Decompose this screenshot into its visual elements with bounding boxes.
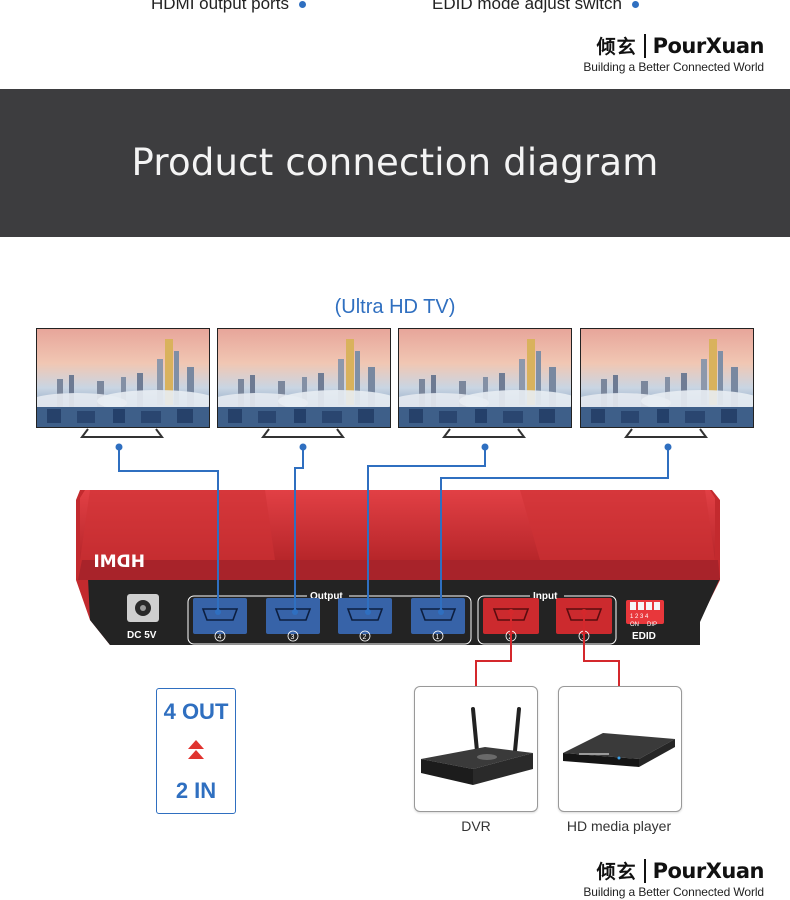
output-port-1 — [411, 598, 465, 634]
tv-screen — [580, 328, 754, 428]
tv-stand — [442, 428, 526, 438]
edid-label: EDID — [632, 631, 656, 642]
tv-2 — [217, 328, 391, 440]
bullet-dot — [298, 1, 306, 9]
brand-divider — [643, 858, 646, 883]
output-port-number: 3 — [291, 634, 295, 641]
tv-stand — [80, 428, 164, 438]
source-label-dvr: DVR — [461, 818, 491, 834]
output-port-4 — [193, 598, 247, 634]
output-label: Output — [310, 591, 343, 602]
summary-outputs: 4 OUT — [163, 699, 229, 724]
tv-caption: (Ultra HD TV) — [334, 296, 456, 318]
dc-label: DC 5V — [127, 630, 157, 641]
tv-stand — [624, 428, 708, 438]
port-summary-box: 4 OUT 2 IN — [156, 688, 236, 814]
double-arrow-up-icon — [188, 740, 204, 759]
dip-on: ON — [630, 622, 639, 628]
media-player-icon — [563, 733, 675, 767]
tv-3 — [398, 328, 572, 440]
bullet-dot — [631, 1, 639, 9]
feature-label-edid-switch: EDID mode adjust switch — [432, 0, 639, 14]
brand-tagline: Building a Better Connected World — [583, 885, 764, 899]
brand-logo-top: 倾玄 PourXuan Building a Better Connected … — [554, 32, 765, 74]
feature-label-output-ports: HDMI output ports — [151, 0, 306, 14]
tv-stand — [261, 428, 345, 438]
tv-screen — [36, 328, 210, 428]
output-port-2 — [338, 598, 392, 634]
tv-4 — [580, 328, 754, 440]
brand-name: PourXuan — [652, 33, 765, 58]
tv-screen — [398, 328, 572, 428]
device-front-panel — [88, 578, 720, 645]
input-connection-lines — [475, 612, 620, 687]
dip-dip: DIP — [647, 622, 657, 628]
brand-tagline: Building a Better Connected World — [583, 60, 764, 74]
input-label: Input — [533, 591, 558, 602]
output-port-number: 4 — [218, 634, 222, 641]
output-connection-dots — [115, 443, 672, 615]
tv-1 — [36, 328, 210, 440]
section-banner: Product connection diagram — [0, 89, 790, 237]
source-box-media-player — [558, 686, 682, 812]
brand-logo-bottom: 倾玄 PourXuan Building a Better Connected … — [554, 857, 765, 899]
output-port-number: 1 — [436, 634, 440, 641]
output-port-3 — [266, 598, 320, 634]
input-connection-dots — [508, 609, 587, 615]
device-hdmi-logo: HDMI — [93, 552, 145, 572]
brand-name: PourXuan — [652, 858, 765, 883]
brand-chinese-name: 倾玄 — [596, 861, 637, 883]
source-label-media-player: HD media player — [566, 818, 672, 834]
source-box-dvr — [414, 686, 538, 812]
output-port-number: 2 — [363, 634, 367, 641]
dip-numbers: 1 2 3 4 — [630, 614, 649, 620]
brand-divider — [643, 33, 646, 58]
output-connection-lines — [118, 447, 669, 612]
summary-inputs: 2 IN — [175, 778, 217, 803]
dvr-icon — [421, 707, 533, 785]
tv-screen — [217, 328, 391, 428]
brand-chinese-name: 倾玄 — [596, 36, 637, 58]
section-title: Product connection diagram — [131, 141, 659, 184]
